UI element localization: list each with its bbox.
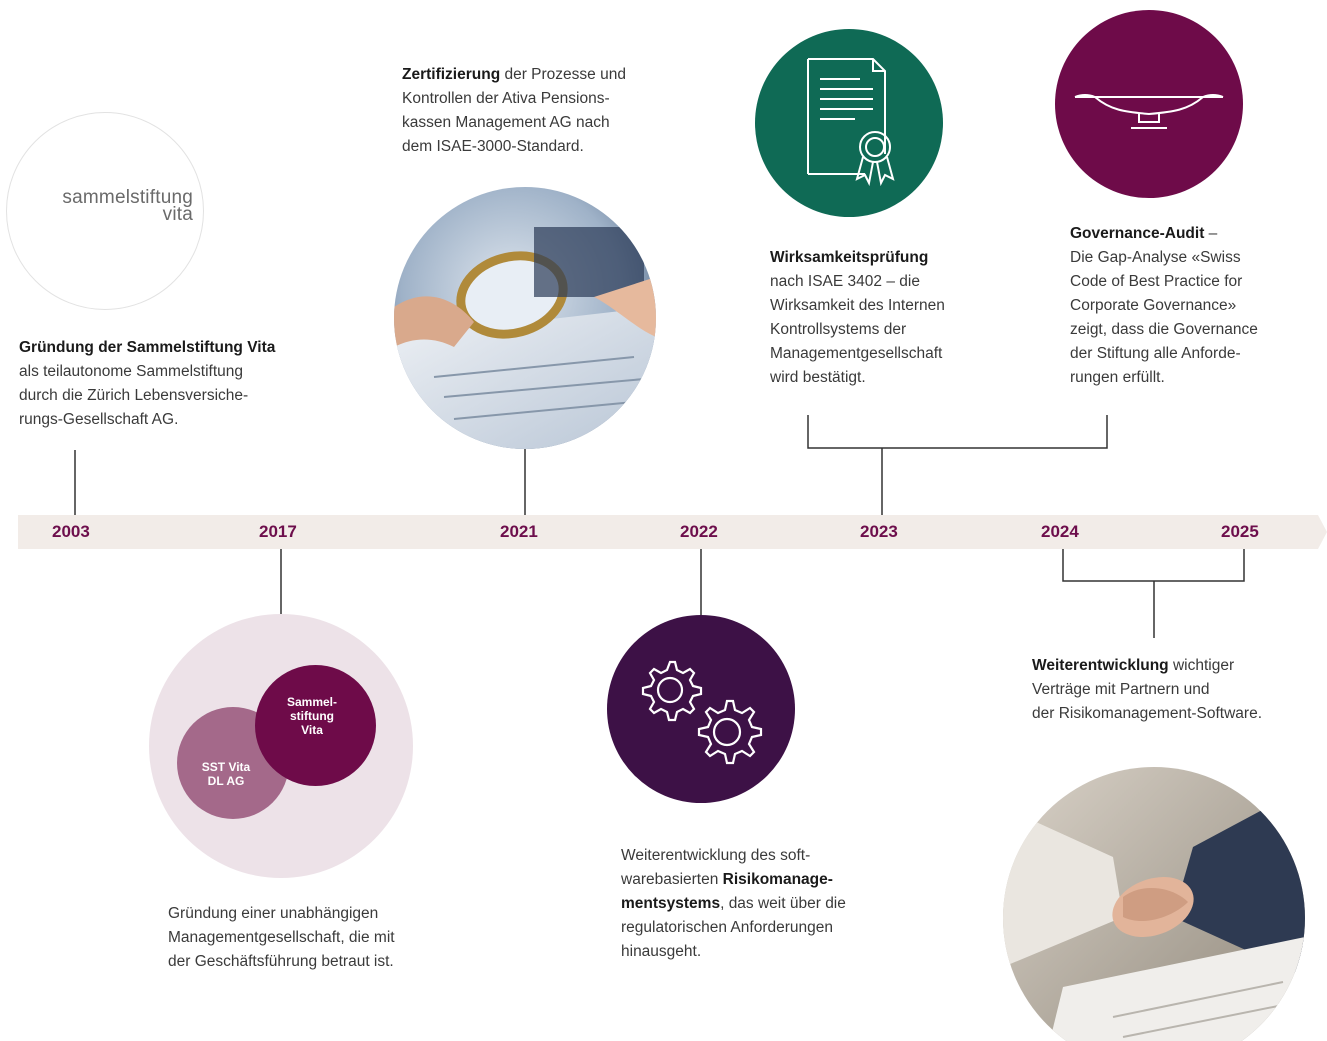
year-2021: 2021 xyxy=(500,522,538,541)
event-2021-line-2: kassen Management AG nach xyxy=(402,114,610,131)
gears-icon xyxy=(641,660,763,765)
event-2023a-line-3: Kontrollsystems der xyxy=(770,321,907,338)
event-2003-line-2: durch die Zürich Lebensversiche- xyxy=(19,387,249,404)
event-2023a-text: Wirksamkeitsprüfung nach ISAE 3402 – die… xyxy=(770,246,1020,390)
magnifier-photo xyxy=(394,187,656,449)
governance-circle xyxy=(1055,10,1243,198)
event-2023a-line-2: Wirksamkeit des Internen xyxy=(770,297,945,314)
timeline-bar xyxy=(18,515,1327,549)
event-2023b-line-1: Die Gap-Analyse «Swiss xyxy=(1070,249,1241,266)
event-2021-line-1: Kontrollen der Ativa Pensions- xyxy=(402,90,610,107)
bracket-2024-2025 xyxy=(1062,549,1245,582)
event-2022-line-1: Weiterentwicklung des soft- xyxy=(621,847,811,864)
event-2022-text: Weiterentwicklung des soft- warebasierte… xyxy=(621,844,911,964)
event-2017-line-1: Gründung einer unabhängigen xyxy=(168,905,379,922)
event-2003-line-3: rungs-Gesellschaft AG. xyxy=(19,411,179,428)
event-2021-line-3: dem ISAE-3000-Standard. xyxy=(402,138,584,155)
year-2023: 2023 xyxy=(860,522,898,541)
year-2003: 2003 xyxy=(52,522,90,541)
event-2021-text: Zertifizierung der Prozesse und Kontroll… xyxy=(402,63,682,159)
event-2023b-line-3: Corporate Governance» xyxy=(1070,297,1237,314)
event-2003-title: Gründung der Sammelstiftung Vita xyxy=(19,339,276,356)
scale-icon xyxy=(1074,94,1224,129)
event-2021-title: Zertifizierung xyxy=(402,66,501,83)
year-2025: 2025 xyxy=(1221,522,1259,541)
event-2017-line-3: der Geschäftsführung betraut ist. xyxy=(168,953,394,970)
event-2024-title: Weiterentwicklung xyxy=(1032,657,1169,674)
event-2023a-line-4: Managementgesellschaft xyxy=(770,345,943,362)
sammelstiftung-vita-label: Sammel- stiftung Vita xyxy=(286,695,338,737)
gears-circle xyxy=(607,615,795,803)
year-2022: 2022 xyxy=(680,522,718,541)
logo-text: sammelstiftung vita xyxy=(7,187,193,225)
event-2023a-title: Wirksamkeitsprüfung xyxy=(770,249,929,266)
event-2022-line-5: hinausgeht. xyxy=(621,943,702,960)
event-2003-text: Gründung der Sammelstiftung Vita als tei… xyxy=(19,336,319,432)
logo-circle: sammelstiftung vita xyxy=(6,112,204,310)
event-2023b-line-2: Code of Best Practice for xyxy=(1070,273,1243,290)
sst-vita-dl-label: SST Vita DL AG xyxy=(201,760,251,788)
event-2023b-line-4: zeigt, dass die Governance xyxy=(1070,321,1258,338)
logo-line-2: vita xyxy=(162,204,193,225)
event-2024-text: Weiterentwicklung wichtiger Verträge mit… xyxy=(1032,654,1327,726)
event-2023a-line-5: wird bestätigt. xyxy=(770,369,866,386)
year-2024: 2024 xyxy=(1041,522,1079,541)
handshake-photo xyxy=(1003,767,1305,1041)
event-2024-line-2: der Risikomanagement-Software. xyxy=(1032,705,1263,722)
certificate-icon xyxy=(807,58,895,187)
sammelstiftung-vita-circle xyxy=(255,665,376,786)
event-2017-text: Gründung einer unabhängigen Managementge… xyxy=(168,902,468,974)
event-2022-line-4: regulatorischen Anforderungen xyxy=(621,919,833,936)
event-2023b-line-5: der Stiftung alle Anforde- xyxy=(1070,345,1241,362)
event-2024-line-1: Verträge mit Partnern und xyxy=(1032,681,1210,698)
event-2023b-line-6: rungen erfüllt. xyxy=(1070,369,1165,386)
bracket-2023 xyxy=(807,415,1108,449)
event-2003-line-1: als teilautonome Sammelstiftung xyxy=(19,363,244,380)
year-2017: 2017 xyxy=(259,522,297,541)
event-2017-line-2: Managementgesellschaft, die mit xyxy=(168,929,395,946)
event-2023b-text: Governance-Audit – Die Gap-Analyse «Swis… xyxy=(1070,222,1320,390)
event-2023b-title: Governance-Audit xyxy=(1070,225,1205,242)
certificate-circle xyxy=(755,29,943,217)
logo-line-1: sammelstiftung xyxy=(62,187,193,208)
event-2023a-line-1: nach ISAE 3402 – die xyxy=(770,273,920,290)
